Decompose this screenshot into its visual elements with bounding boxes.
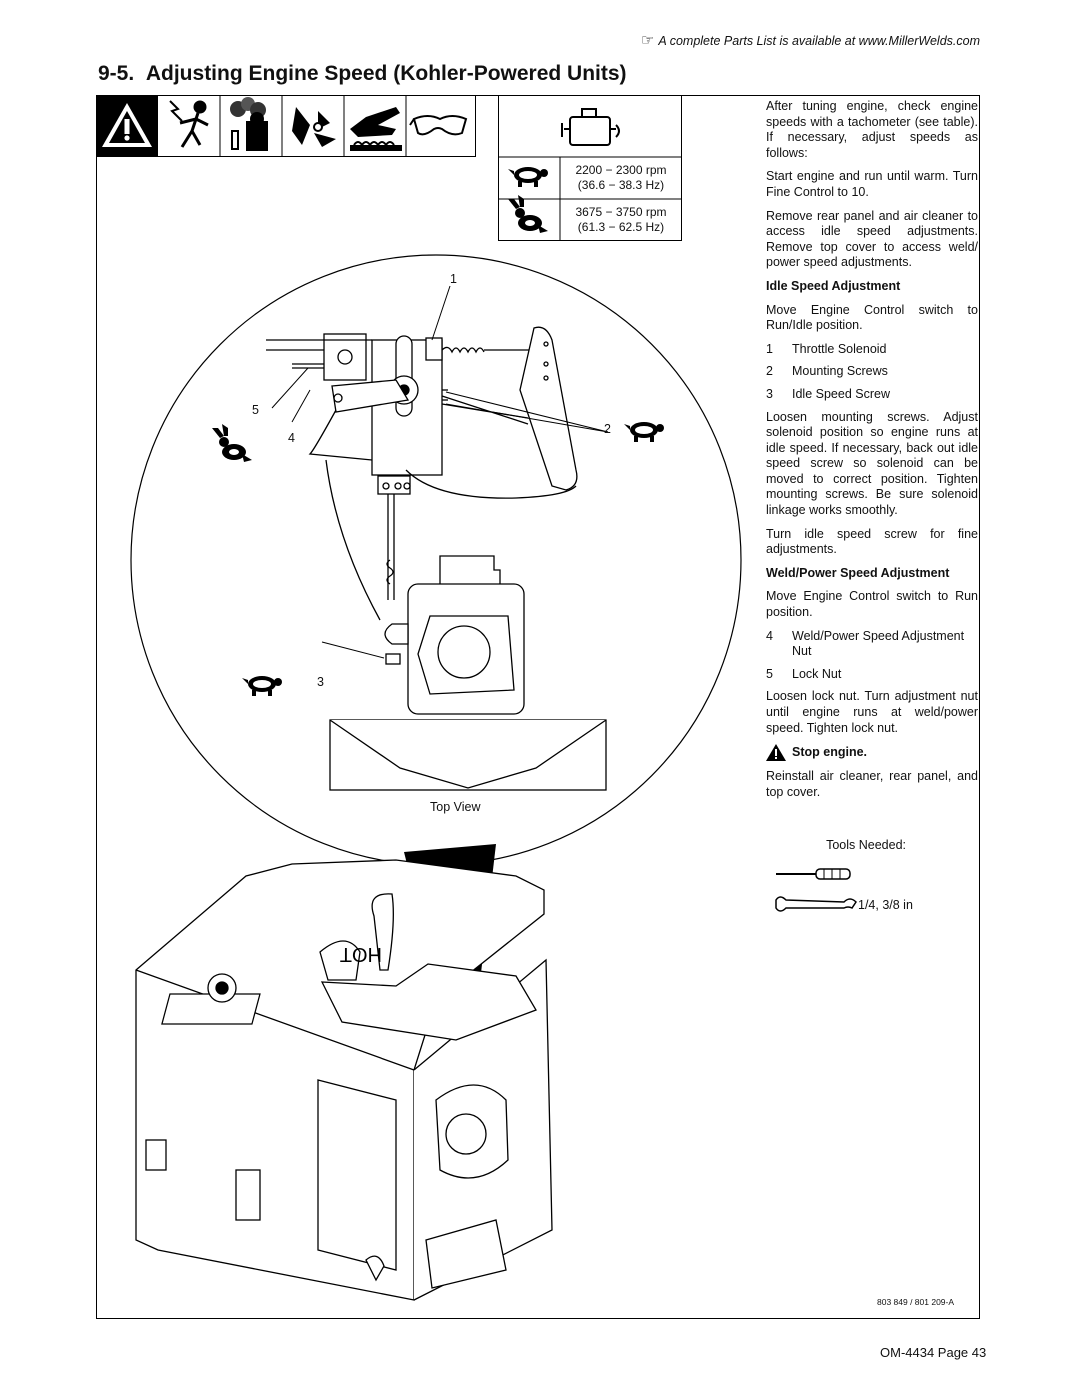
moving-parts-icon	[292, 107, 336, 147]
weld-loosen-text: Loosen lock nut. Turn adjustment nut unt…	[766, 689, 978, 735]
air-cleaner-base	[329, 719, 607, 791]
safety-icon-strip	[96, 95, 476, 157]
intro-text: After tuning engine, check engine speeds…	[766, 99, 978, 160]
parts-list-note: ☞A complete Parts List is available at w…	[640, 32, 980, 49]
weld-speed-heading: Weld/Power Speed Adjustment	[766, 565, 950, 580]
idle-hz: (36.6 − 38.3 Hz)	[577, 178, 665, 192]
idle-loosen-text: Loosen mounting screws. Adjust solenoid …	[766, 409, 978, 518]
fumes-icon	[230, 97, 268, 151]
safety-glasses-icon	[409, 115, 468, 136]
start-text: Start engine and run until warm. Turn Fi…	[766, 169, 978, 199]
idle-fine-text: Turn idle speed screw for fine adjustmen…	[766, 526, 978, 557]
callout-5: 5	[252, 403, 259, 417]
electric-shock-icon	[169, 100, 209, 148]
callout-3: 3	[317, 675, 324, 689]
reinstall-text: Reinstall air cleaner, rear panel, and t…	[766, 769, 978, 799]
engine-speed-table	[498, 95, 682, 241]
rabbit-icon	[508, 195, 548, 233]
engine-speed-diagram: HOT	[130, 254, 742, 1301]
turtle-icon	[508, 167, 548, 187]
hot-parts-icon	[350, 107, 402, 151]
section-title: 9-5. Adjusting Engine Speed (Kohler-Powe…	[98, 62, 627, 86]
wrench-icon	[775, 896, 857, 912]
carburetor	[384, 555, 525, 715]
instructions-column: After tuning engine, check engine speeds…	[766, 99, 978, 808]
callout-1: 1	[450, 272, 457, 286]
welder-generator-unit	[135, 859, 553, 1301]
section-title-text: Adjusting Engine Speed (Kohler-Powered U…	[145, 62, 627, 85]
screwdriver-icon	[776, 868, 851, 880]
hot-warning-label: HOT	[340, 943, 382, 965]
idle-move-text: Move Engine Control switch to Run/Idle p…	[766, 302, 978, 333]
stop-engine-warning: Stop engine.	[766, 744, 978, 762]
callout-leaders	[271, 285, 609, 659]
warning-icon	[766, 744, 786, 762]
page-number: OM-4434 Page 43	[880, 1345, 987, 1360]
wrench-sizes: 1/4, 3/8 in	[858, 898, 913, 912]
turtle-icon	[624, 422, 664, 442]
callout-4: 4	[288, 431, 295, 445]
weld-move-text: Move Engine Control switch to Run positi…	[766, 589, 978, 620]
run-rpm: 3675 − 3750 rpm	[575, 205, 667, 219]
callout-2: 2	[604, 422, 611, 436]
pointing-hand-icon: ☞	[640, 32, 655, 49]
section-number: 9-5.	[98, 62, 135, 85]
top-view-label: Top View	[430, 800, 481, 814]
tools-icons	[775, 868, 857, 912]
figure-reference: 803 849 / 801 209-A	[877, 1297, 955, 1307]
engine-icon	[561, 108, 620, 146]
remove-text: Remove rear panel and air cleaner to acc…	[766, 208, 978, 270]
idle-speed-heading: Idle Speed Adjustment	[766, 278, 901, 293]
idle-speed-value: 2200 − 2300 rpm (36.6 − 38.3 Hz)	[562, 163, 680, 193]
throttle-solenoid	[266, 326, 578, 621]
idle-rpm: 2200 − 2300 rpm	[575, 163, 667, 177]
run-speed-value: 3675 − 3750 rpm (61.3 − 62.5 Hz)	[562, 205, 680, 235]
warning-icon	[102, 103, 152, 147]
turtle-icon	[242, 676, 282, 696]
run-hz: (61.3 − 62.5 Hz)	[577, 220, 665, 234]
rabbit-icon	[212, 424, 252, 462]
tools-needed-label: Tools Needed:	[826, 838, 906, 852]
